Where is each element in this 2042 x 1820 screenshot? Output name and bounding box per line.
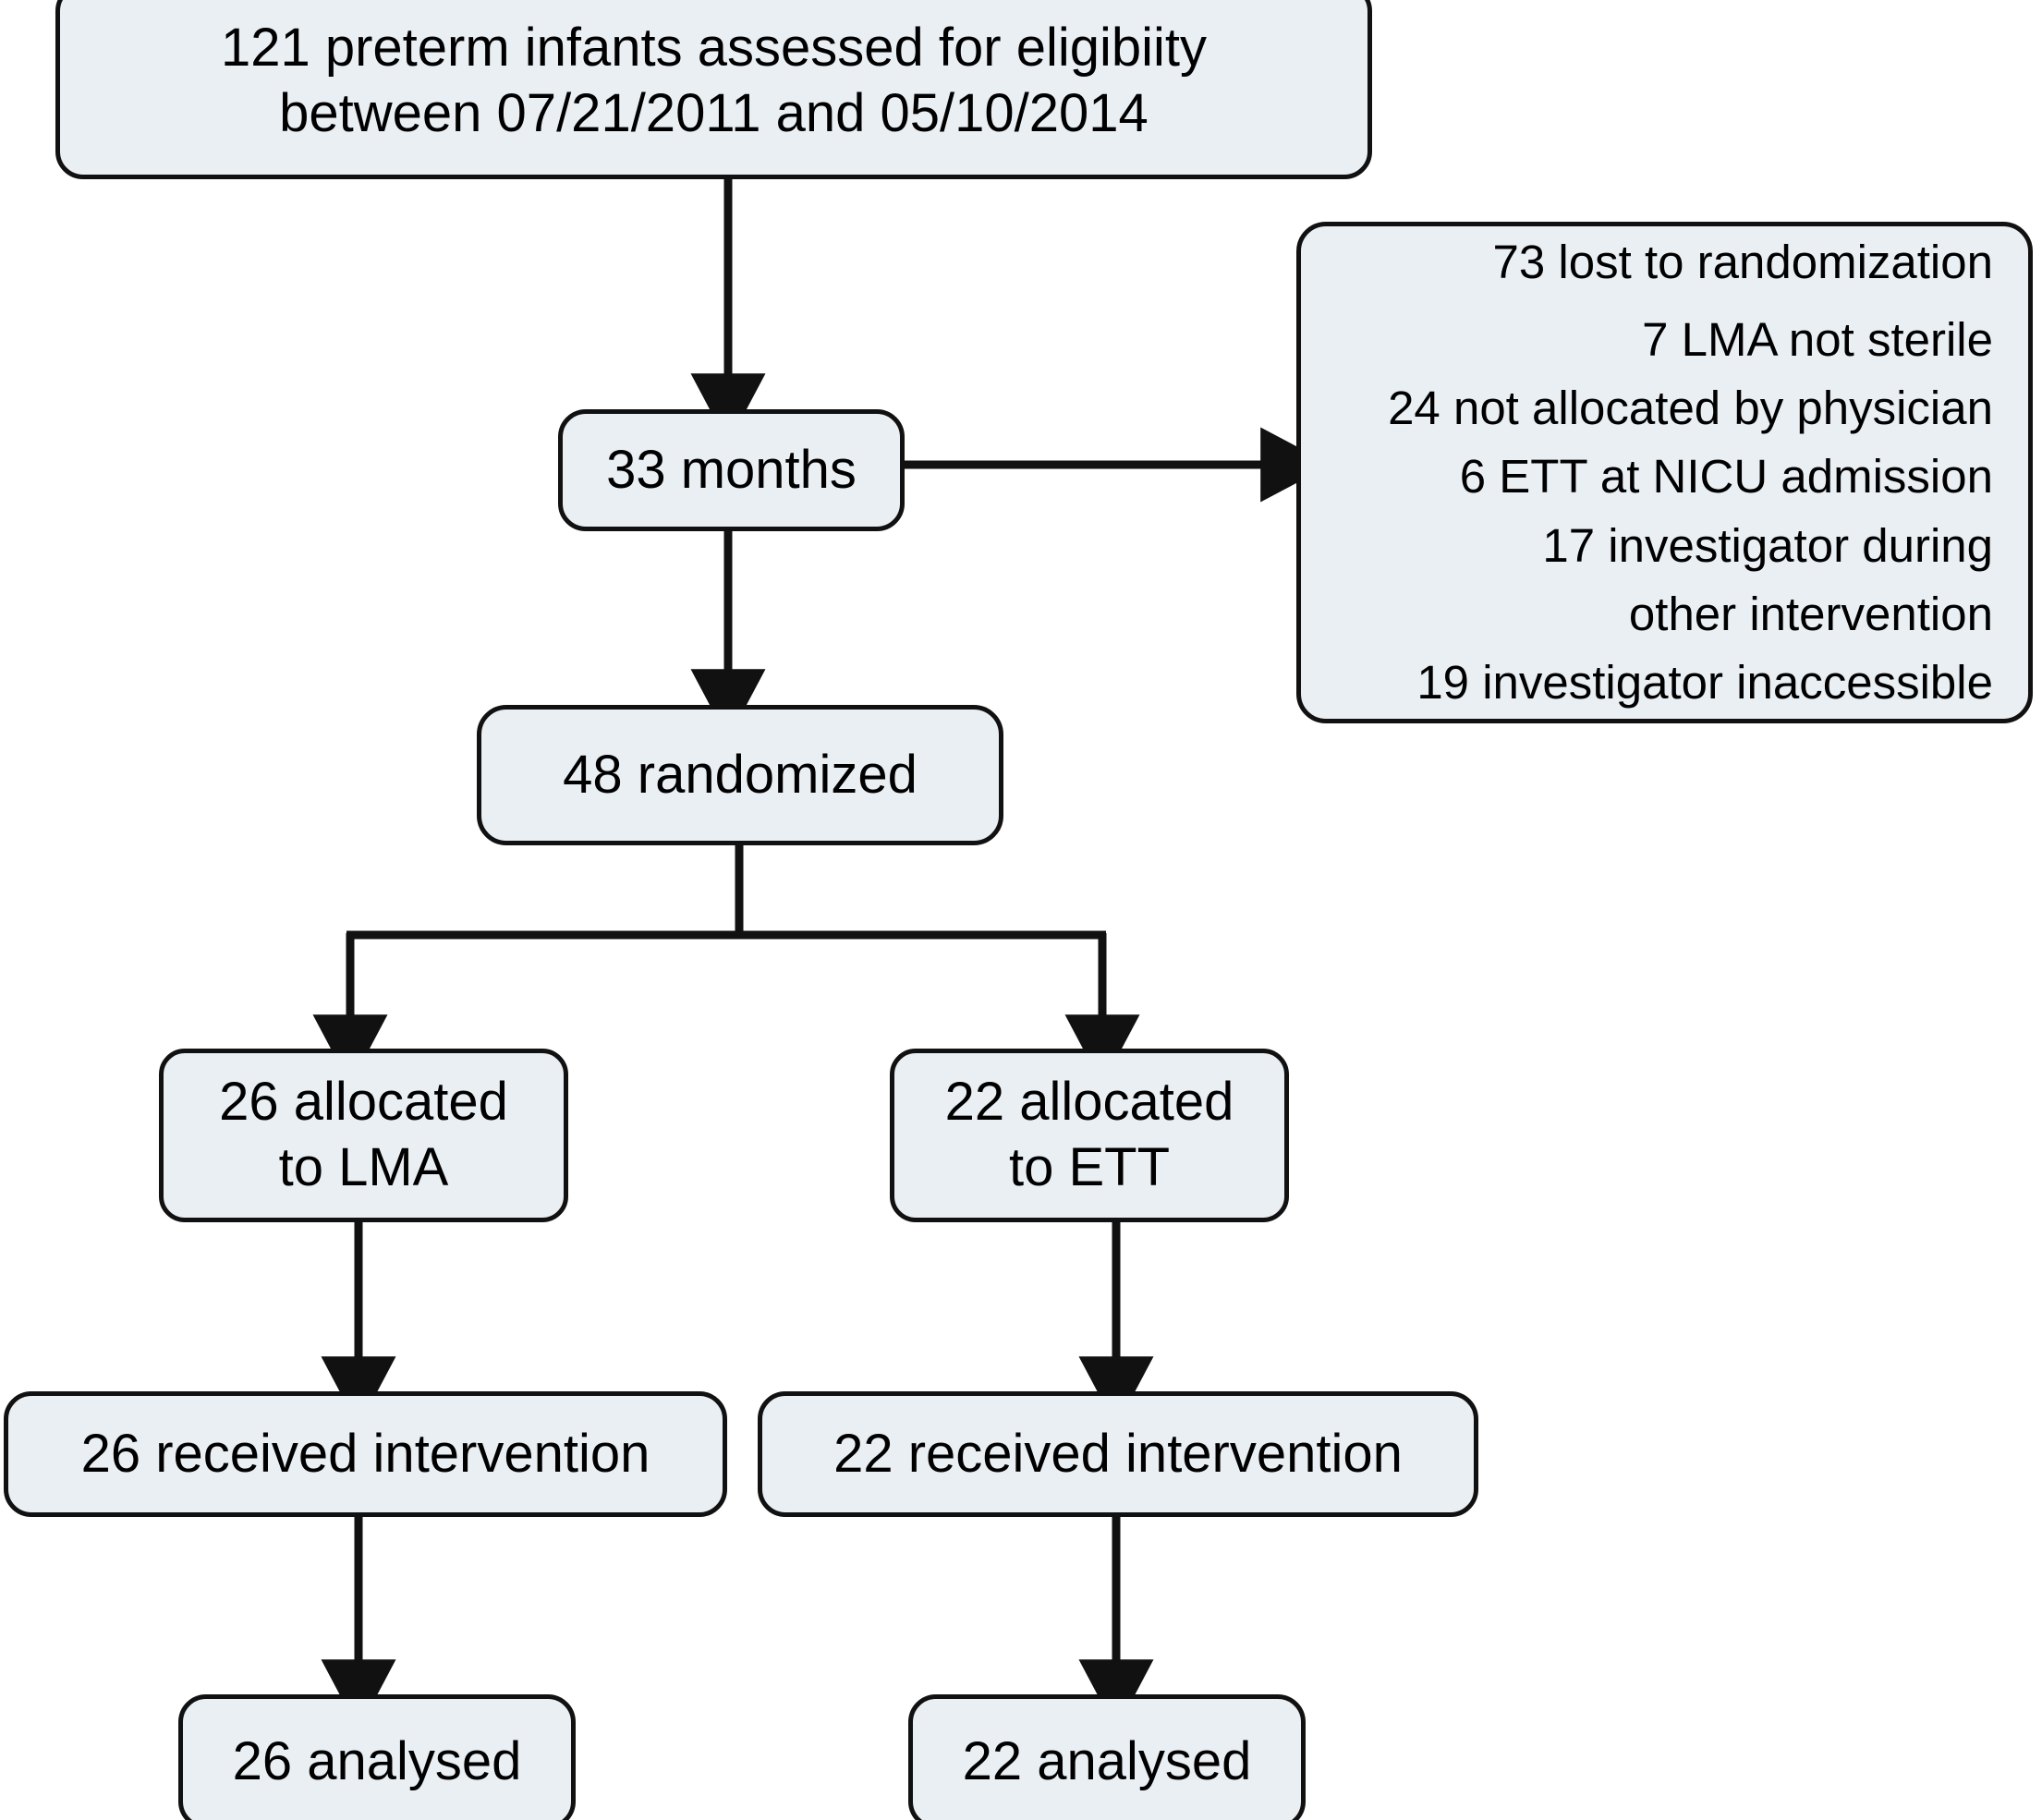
node-received-lma-label: 26 received intervention: [80, 1423, 650, 1484]
node-eligibility-line-1: 121 preterm infants assessed for eligibi…: [220, 18, 1208, 79]
node-analysed-ett-label: 22 analysed: [962, 1730, 1252, 1791]
exclusion-line-investigator-during: 17 investigator during: [1542, 518, 1993, 572]
node-analysed-lma: 26 analysed: [178, 1694, 576, 1820]
exclusion-line-not-allocated: 24 not allocated by physician: [1388, 382, 1993, 435]
node-randomized-label: 48 randomized: [563, 744, 918, 805]
node-months-label: 33 months: [606, 439, 857, 500]
node-received-intervention-lma: 26 received intervention: [4, 1391, 727, 1517]
node-analysed-lma-label: 26 analysed: [232, 1730, 522, 1791]
node-eligibility-line-2: between 07/21/2011 and 05/10/2014: [279, 83, 1149, 143]
node-allocated-lma: 26 allocated to LMA: [159, 1049, 568, 1222]
exclusion-line-ett-nicu: 6 ETT at NICU admission: [1459, 450, 1993, 504]
exclusion-line-investigator-inaccessible: 19 investigator inaccessible: [1416, 656, 1993, 710]
node-lost-to-randomization: 73 lost to randomization 7 LMA not steri…: [1296, 222, 2033, 723]
node-analysed-ett: 22 analysed: [908, 1694, 1306, 1820]
node-received-ett-label: 22 received intervention: [833, 1423, 1403, 1484]
node-enrollment-period: 33 months: [558, 409, 905, 531]
node-alloc-lma-line-2: to LMA: [278, 1137, 449, 1197]
node-randomized: 48 randomized: [477, 705, 1003, 845]
node-alloc-ett-line-1: 22 allocated: [944, 1072, 1234, 1133]
exclusion-line-lma-not-sterile: 7 LMA not sterile: [1642, 312, 1993, 366]
node-eligibility-assessed: 121 preterm infants assessed for eligibi…: [55, 0, 1372, 179]
exclusion-line-other-intervention: other intervention: [1628, 587, 1993, 640]
node-allocated-ett: 22 allocated to ETT: [890, 1049, 1289, 1222]
node-received-intervention-ett: 22 received intervention: [758, 1391, 1478, 1517]
exclusion-line-total: 73 lost to randomization: [1492, 235, 1993, 288]
node-alloc-ett-line-2: to ETT: [1008, 1137, 1171, 1197]
node-alloc-lma-line-1: 26 allocated: [219, 1072, 508, 1133]
